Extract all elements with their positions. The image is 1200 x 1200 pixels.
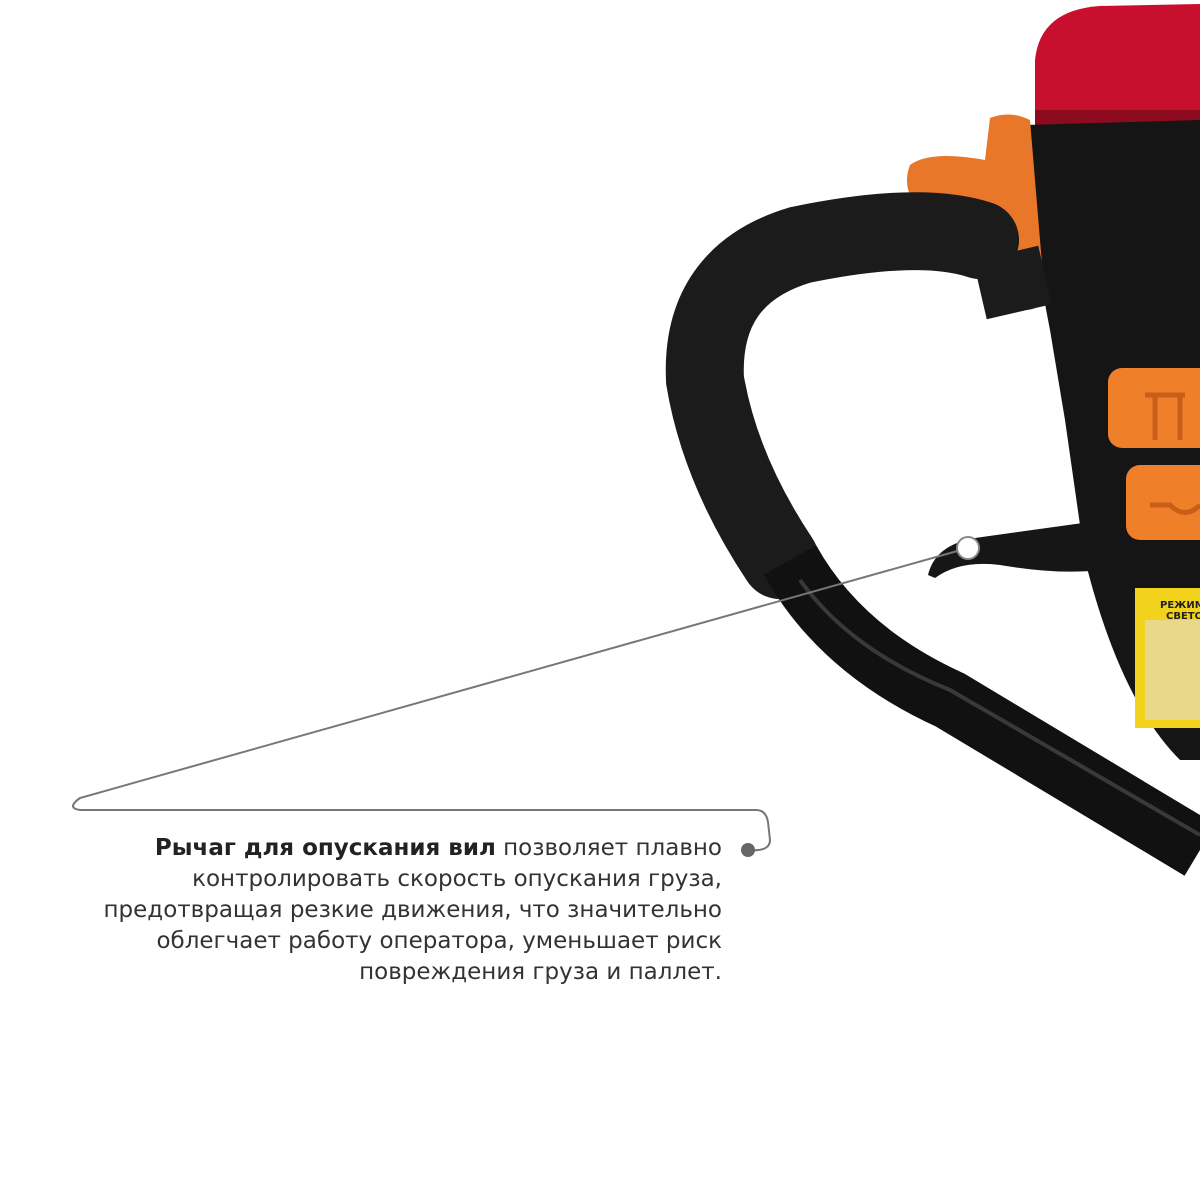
- callout-end-dot: [741, 843, 755, 857]
- callout-body-first: позволяет плавно: [503, 835, 722, 861]
- callout-title: Рычаг для опускания вил: [154, 835, 496, 861]
- handle-grip: [665, 192, 1019, 599]
- fork-lowering-lever: [928, 522, 1100, 578]
- callout-description: Рычаг для опускания вил позволяет плавно…: [60, 833, 723, 988]
- red-cushion: [1035, 4, 1200, 130]
- svg-text:РЕЖИМ: РЕЖИМ: [1160, 600, 1200, 611]
- callout-leader-line: [72, 547, 969, 852]
- callout-anchor-dot: [956, 536, 980, 560]
- svg-text:СВЕТО: СВЕТО: [1166, 611, 1200, 622]
- callout-body-rest: контролировать скорость опускания груза,…: [103, 866, 723, 985]
